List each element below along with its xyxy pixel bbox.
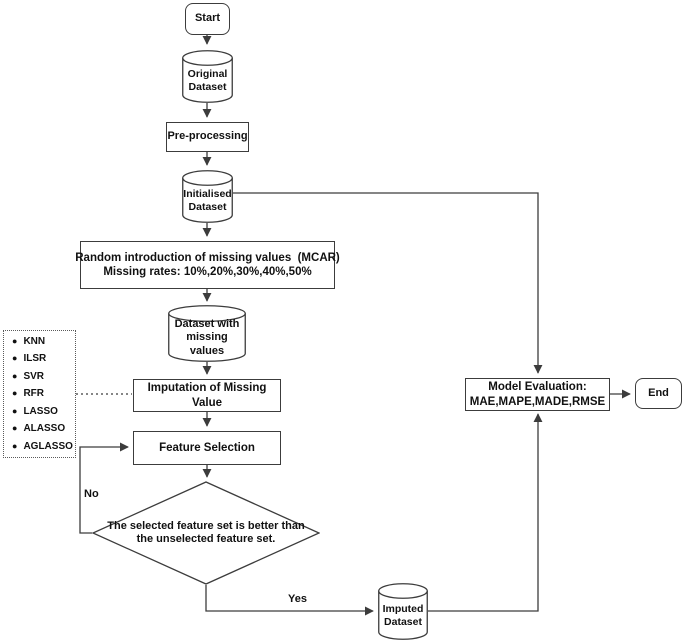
list-item: ●SVR <box>12 368 75 386</box>
cylinder-shape-icon <box>182 170 233 223</box>
edge-initialised-to-modeleval <box>233 192 543 374</box>
imputed-dataset-line1: Imputed <box>382 603 424 616</box>
list-item: ●KNN <box>12 333 75 351</box>
start-node: Start <box>185 3 230 35</box>
model-evaluation-line2: MAE,MAPE,MADE,RMSE <box>469 395 606 408</box>
dataset-missing-line2: missing values <box>186 331 228 357</box>
imputed-dataset-line2: Dataset <box>384 616 422 628</box>
bullet-icon: ● <box>12 405 18 416</box>
imputation-label: Imputation of Missing Value <box>147 382 267 409</box>
initialised-dataset-line1: Initialised <box>183 188 232 201</box>
mcar-line1: Random introduction of missing values (M… <box>75 251 340 264</box>
edge-label-yes: Yes <box>286 593 309 605</box>
decision-line1: The selected feature set is better than <box>107 519 305 532</box>
mcar-line2: Missing rates: 10%,20%,30%,40%,50% <box>103 266 312 278</box>
dataset-missing-line1: Dataset with <box>174 317 240 330</box>
decision-line2: the unselected feature set. <box>136 533 276 545</box>
bullet-icon: ● <box>12 388 18 399</box>
bullet-icon: ● <box>12 335 18 346</box>
end-label: End <box>648 386 669 399</box>
edge-decision-no-loop <box>79 442 129 534</box>
dataset-missing-node: Dataset with missing values <box>168 305 246 362</box>
bullet-icon: ● <box>12 423 18 434</box>
model-evaluation-line1: Model Evaluation: <box>488 381 587 394</box>
original-dataset-line2: Dataset <box>188 81 227 93</box>
diamond-shape-icon <box>92 481 320 585</box>
decision-node: The selected feature set is better than … <box>92 481 320 585</box>
start-label: Start <box>194 12 221 25</box>
edge-decision-yes-to-imputed <box>205 585 374 616</box>
cylinder-shape-icon <box>168 305 246 362</box>
list-item: ●ALASSO <box>12 420 75 438</box>
list-item: ●AGLASSO <box>12 438 75 456</box>
end-node: End <box>635 378 682 409</box>
pre-processing-label: Pre-processing <box>167 130 248 143</box>
list-item: ●RFR <box>12 385 75 403</box>
imputed-dataset-node: Imputed Dataset <box>378 583 428 640</box>
original-dataset-node: Original Dataset <box>182 50 233 103</box>
pre-processing-node: Pre-processing <box>166 122 249 152</box>
bullet-icon: ● <box>12 440 18 451</box>
list-item: ●ILSR <box>12 350 75 368</box>
edge-label-no: No <box>82 488 101 500</box>
list-item: ●LASSO <box>12 403 75 421</box>
feature-selection-node: Feature Selection <box>133 431 281 465</box>
initialised-dataset-line2: Dataset <box>188 201 227 213</box>
initialised-dataset-node: Initialised Dataset <box>182 170 233 223</box>
cylinder-shape-icon <box>378 583 428 640</box>
original-dataset-line1: Original <box>187 68 228 81</box>
model-evaluation-node: Model Evaluation: MAE,MAPE,MADE,RMSE <box>465 378 610 411</box>
bullet-icon: ● <box>12 370 18 381</box>
cylinder-shape-icon <box>182 50 233 103</box>
imputation-node: Imputation of Missing Value <box>133 379 281 412</box>
feature-selection-label: Feature Selection <box>159 441 255 454</box>
edge-imputed-to-modeleval <box>428 413 543 612</box>
bullet-icon: ● <box>12 353 18 364</box>
methods-list: ●KNN ●ILSR ●SVR ●RFR ●LASSO ●ALASSO ●AGL… <box>4 333 75 456</box>
mcar-node: Random introduction of missing values (M… <box>75 241 340 289</box>
methods-list-box: ●KNN ●ILSR ●SVR ●RFR ●LASSO ●ALASSO ●AGL… <box>3 330 76 458</box>
